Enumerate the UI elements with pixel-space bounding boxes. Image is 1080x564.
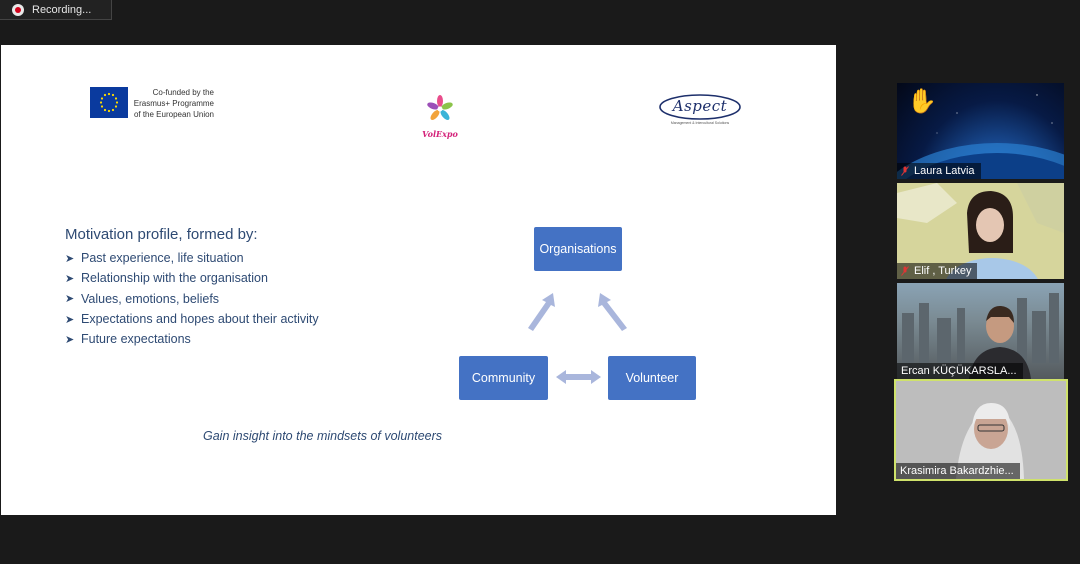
diagram-box-volunteer: Volunteer <box>608 356 696 400</box>
raised-hand-icon: ✋ <box>907 88 937 115</box>
aspect-logo-text: Aspect <box>672 97 728 115</box>
recording-indicator[interactable]: Recording... <box>0 0 112 20</box>
arrow-community-volunteer <box>556 370 601 384</box>
diagram-box-community: Community <box>459 356 548 400</box>
arrow-bullet-icon: ➤ <box>65 252 75 265</box>
list-item: ➤Expectations and hopes about their acti… <box>65 312 319 327</box>
participant-video <box>897 183 1064 279</box>
aspect-logo-tagline: Management & Intercultural Solutions <box>670 121 730 125</box>
participant-video <box>896 381 1066 479</box>
participant-name-label: Ercan KÜÇÜKARSLA... <box>897 363 1023 379</box>
diagram-box-organisations: Organisations <box>534 227 622 271</box>
mic-muted-icon <box>901 166 909 176</box>
volexpo-logo-text: VolExpo <box>422 129 458 139</box>
arrow-bullet-icon: ➤ <box>65 272 75 285</box>
eu-cofunded-text: Co-funded by the Erasmus+ Programme of t… <box>133 88 214 119</box>
mic-muted-icon <box>901 266 909 276</box>
slide-heading: Motivation profile, formed by: <box>65 226 258 243</box>
participant-tile[interactable]: ✋ Laura Latvia <box>897 83 1064 179</box>
arrow-community-organisations <box>528 293 555 331</box>
arrow-organisations-volunteer <box>598 293 627 331</box>
bullet-list: ➤Past experience, life situation ➤Relati… <box>65 248 319 349</box>
participant-tile-active-speaker[interactable]: Krasimira Bakardzhie... <box>894 379 1068 481</box>
volexpo-logo-icon <box>427 95 453 120</box>
shared-slide: Co-funded by the Erasmus+ Programme of t… <box>1 45 836 515</box>
participant-name-label: Elif , Turkey <box>897 263 978 279</box>
list-item: ➤Future expectations <box>65 332 191 347</box>
arrow-bullet-icon: ➤ <box>65 333 75 346</box>
aspect-logo-icon <box>659 94 741 120</box>
eu-flag-icon <box>90 87 128 118</box>
participant-name-label: Krasimira Bakardzhie... <box>896 463 1020 479</box>
arrow-bullet-icon: ➤ <box>65 313 75 326</box>
participant-tile[interactable]: Elif , Turkey <box>897 183 1064 279</box>
diagram-arrows <box>528 293 627 384</box>
recording-label: Recording... <box>32 3 92 16</box>
recording-icon <box>12 3 24 16</box>
list-item: ➤Relationship with the organisation <box>65 271 268 286</box>
participant-name-label: Laura Latvia <box>897 163 981 179</box>
slide-caption: Gain insight into the mindsets of volunt… <box>203 429 443 443</box>
list-item: ➤Values, emotions, beliefs <box>65 291 220 306</box>
participant-tile[interactable]: Ercan KÜÇÜKARSLA... <box>897 283 1064 379</box>
arrow-bullet-icon: ➤ <box>65 293 75 306</box>
list-item: ➤Past experience, life situation <box>65 251 244 266</box>
